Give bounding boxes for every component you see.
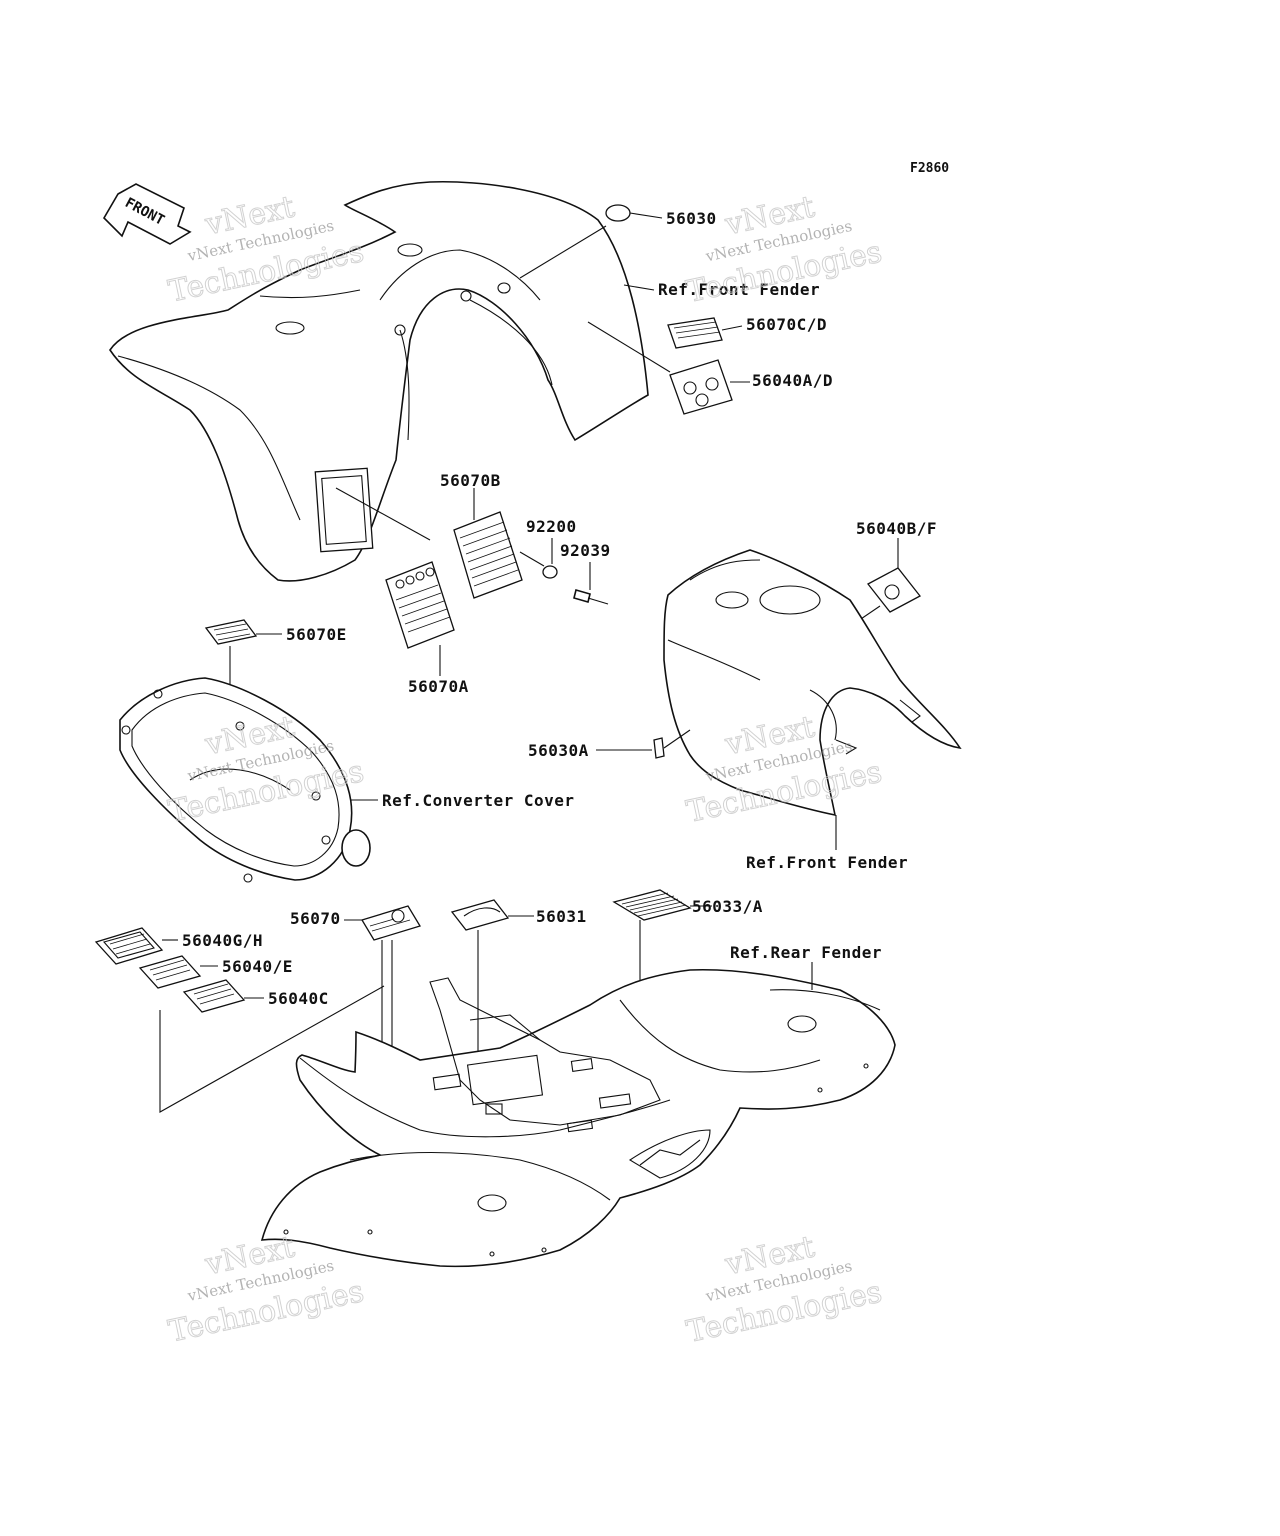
watermark-6: vNext vNext Technologies Technologies <box>683 1229 885 1350</box>
decal-56030a <box>653 737 665 759</box>
decal-56040gh <box>94 927 164 965</box>
label-56040ad: 56040A/D <box>752 371 833 390</box>
decal-56070e <box>204 619 258 645</box>
decal-56040c <box>182 979 246 1013</box>
decal-56070a <box>385 561 455 649</box>
label-56030a: 56030A <box>528 741 589 760</box>
watermark-2: vNext vNext Technologies Technologies <box>683 189 885 310</box>
label-56040e: 56040/E <box>222 957 293 976</box>
decal-56070cd <box>667 317 723 349</box>
decal-56031 <box>450 899 510 931</box>
washer-92200 <box>542 565 558 579</box>
label-92039: 92039 <box>560 541 611 560</box>
decal-56040ad <box>669 359 733 415</box>
figure-code: F2860 <box>910 161 949 176</box>
pin-92039 <box>573 589 609 605</box>
label-56070: 56070 <box>290 909 341 928</box>
rear-fender <box>260 968 896 1268</box>
converter-cover <box>119 677 371 883</box>
label-56040gh: 56040G/H <box>182 931 263 950</box>
label-ref-front-fender-top: Ref.Front Fender <box>658 280 820 299</box>
front-arrow-icon: FRONT <box>102 183 192 245</box>
front-fender-mid <box>663 549 962 817</box>
decal-56040bf <box>867 567 921 613</box>
decal-56033a <box>612 889 692 921</box>
label-ref-converter-cover: Ref.Converter Cover <box>382 791 575 810</box>
label-56070cd: 56070C/D <box>746 315 827 334</box>
label-56030: 56030 <box>666 209 717 228</box>
decal-56030 <box>605 204 631 222</box>
label-56070a: 56070A <box>408 677 469 696</box>
decal-56070 <box>361 905 421 941</box>
label-56070b: 56070B <box>440 471 501 490</box>
label-ref-front-fender-mid: Ref.Front Fender <box>746 853 908 872</box>
label-56033a: 56033/A <box>692 897 763 916</box>
label-56040bf: 56040B/F <box>856 519 937 538</box>
label-56040c: 56040C <box>268 989 329 1008</box>
leader-bracket-left <box>159 985 385 1113</box>
front-fender-top <box>109 180 649 582</box>
label-56031: 56031 <box>536 907 587 926</box>
label-ref-rear-fender: Ref.Rear Fender <box>730 943 882 962</box>
decal-56070b <box>453 511 523 599</box>
decal-56040e <box>138 955 202 989</box>
label-56070e: 56070E <box>286 625 347 644</box>
label-92200: 92200 <box>526 517 577 536</box>
